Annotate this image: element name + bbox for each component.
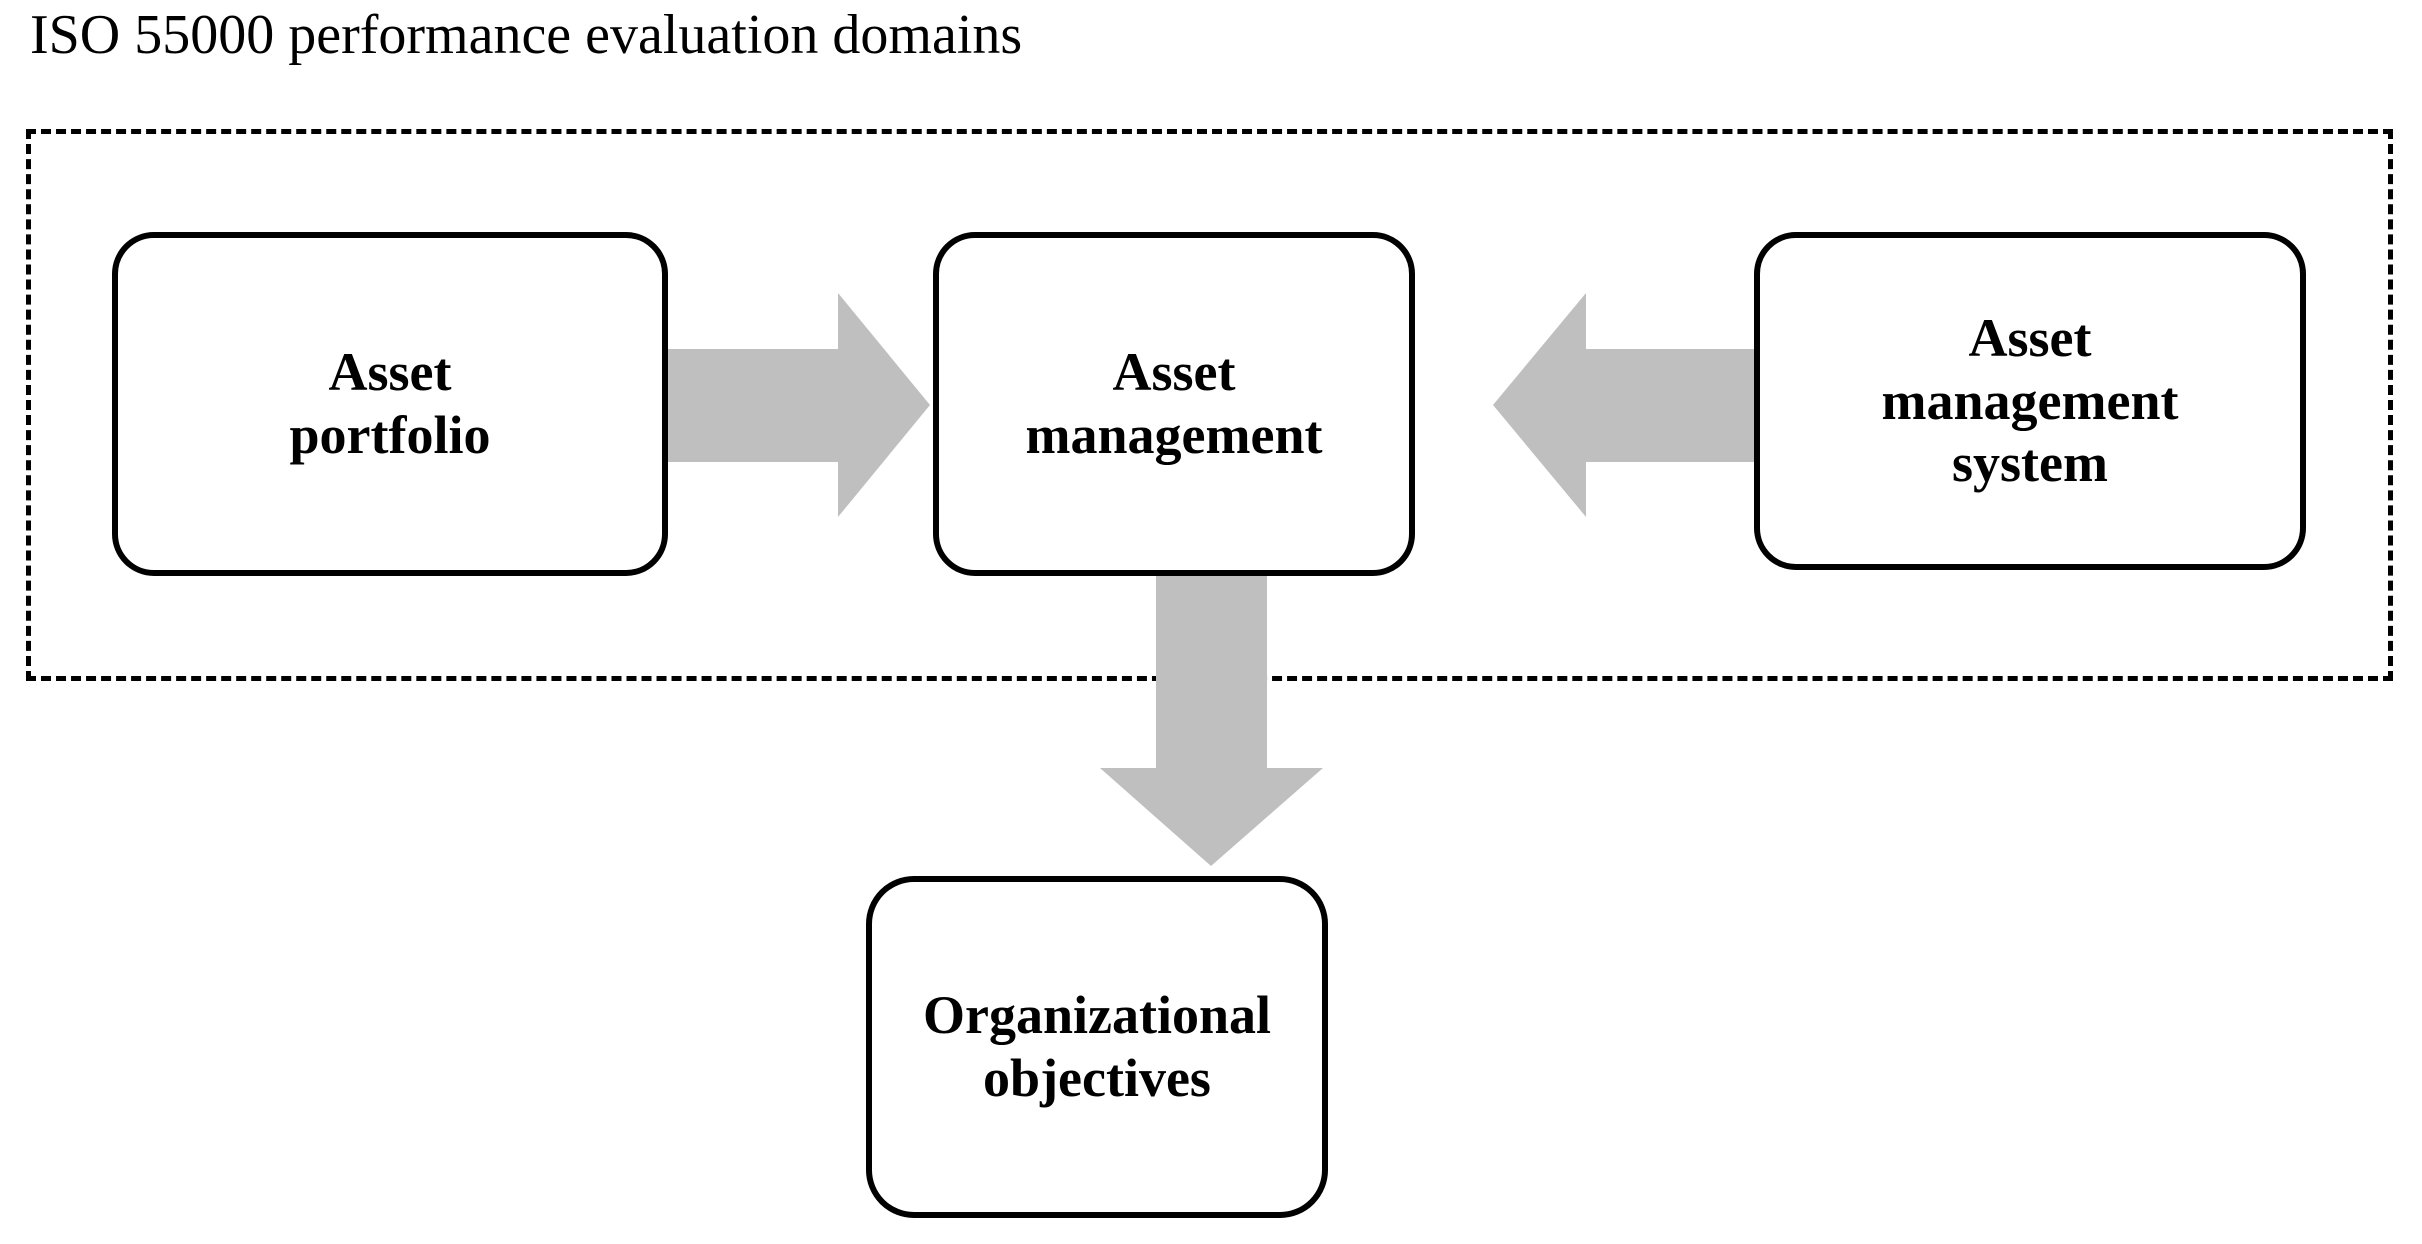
- node-asset-management[interactable]: Asset management: [933, 232, 1415, 576]
- node-asset-portfolio[interactable]: Asset portfolio: [112, 232, 668, 576]
- node-asset-management-system-label: Asset management system: [1881, 308, 2179, 494]
- node-asset-management-system[interactable]: Asset management system: [1754, 232, 2306, 570]
- node-organizational-objectives[interactable]: Organizational objectives: [866, 876, 1328, 1218]
- node-asset-portfolio-label: Asset portfolio: [289, 342, 491, 465]
- page-title: ISO 55000 performance evaluation domains: [30, 4, 1023, 66]
- node-asset-management-label: Asset management: [1025, 342, 1323, 465]
- node-organizational-objectives-label: Organizational objectives: [923, 985, 1271, 1108]
